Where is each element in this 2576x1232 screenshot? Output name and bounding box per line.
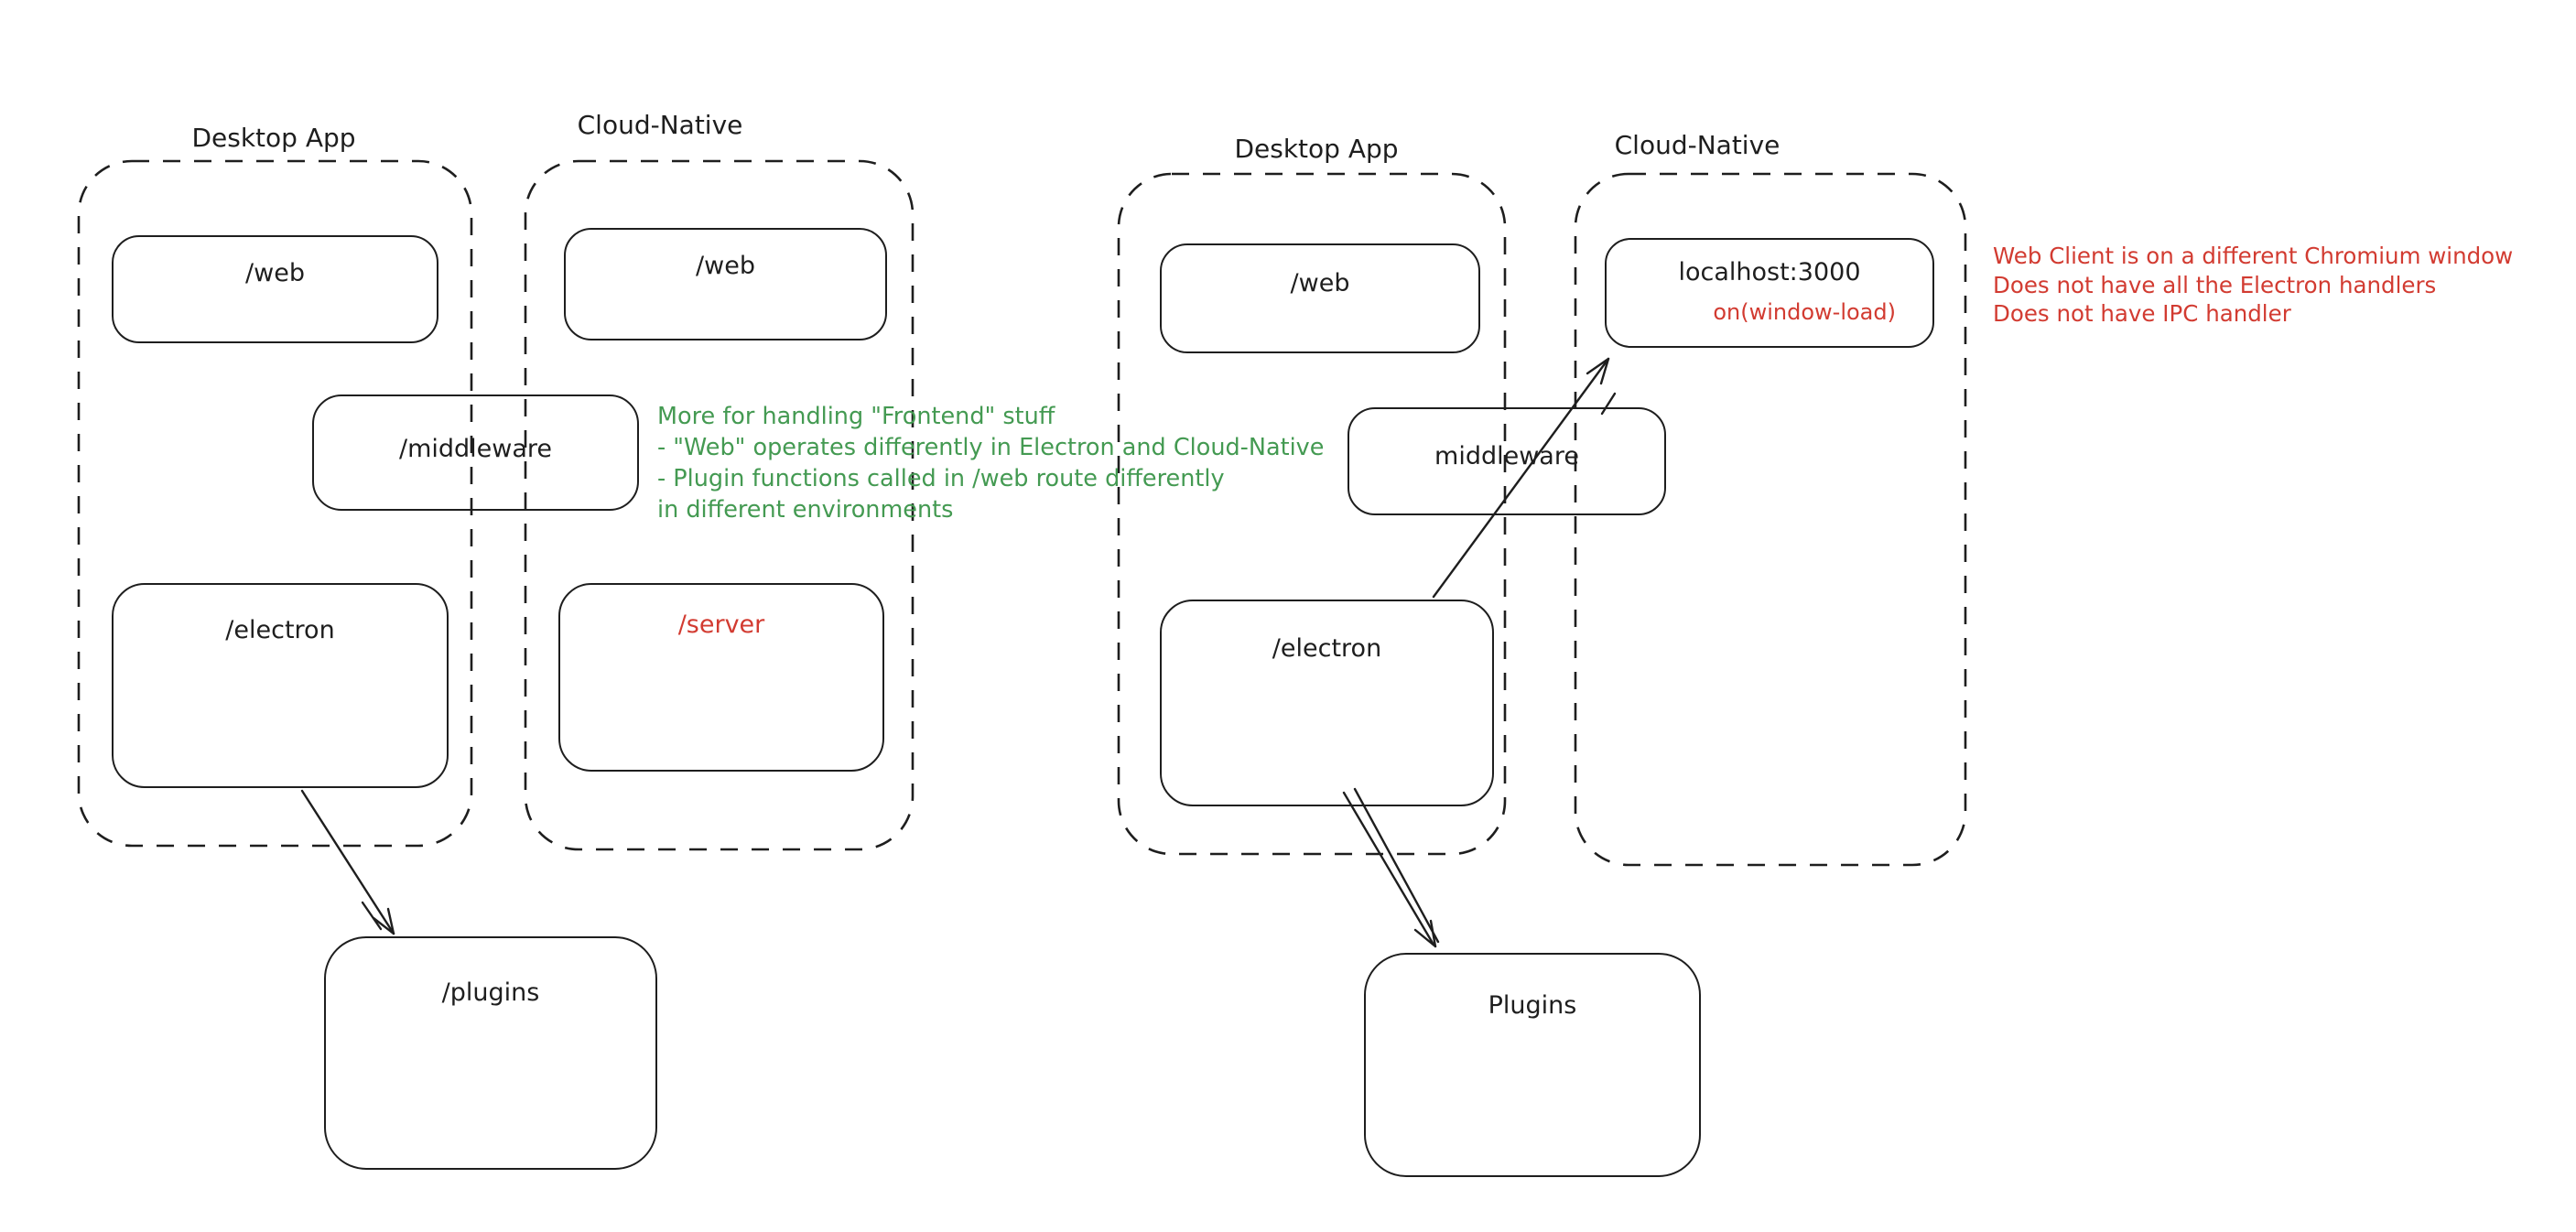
box-plugins-left: /plugins — [324, 936, 657, 1170]
group-label-desktop-app-left: Desktop App — [191, 123, 356, 153]
box-middleware-right: middleware — [1348, 407, 1666, 515]
note-web-client: Web Client is on a different Chromium wi… — [1993, 242, 2513, 329]
box-plugins-left-label: /plugins — [441, 978, 540, 1007]
box-electron-left-label: /electron — [225, 616, 335, 644]
box-server-left-label: /server — [677, 611, 765, 639]
arrow-electron-to-plugins-right — [1342, 787, 1440, 948]
note-frontend-line: More for handling "Frontend" stuff — [657, 403, 1055, 430]
box-web-desktop-right: /web — [1160, 243, 1480, 353]
note-web-client-line: Does not have all the Electron handlers — [1993, 271, 2437, 298]
note-frontend-line: - "Web" operates differently in Electron… — [657, 434, 1325, 461]
box-web-cloud-left: /web — [564, 228, 887, 340]
note-frontend-line: in different environments — [657, 496, 954, 524]
note-frontend: More for handling "Frontend" stuff - "We… — [657, 401, 1324, 525]
group-label-cloud-native-left: Cloud-Native — [577, 110, 743, 140]
group-label-cloud-native-right: Cloud-Native — [1614, 130, 1780, 160]
box-server-left: /server — [558, 583, 884, 772]
arrow-electron-to-plugins-left — [300, 789, 395, 935]
box-localhost-right-label: localhost:3000 — [1678, 258, 1861, 286]
box-web-cloud-left-label: /web — [696, 252, 755, 280]
box-middleware-left-label: /middleware — [398, 435, 553, 463]
box-middleware-right-label: middleware — [1434, 442, 1579, 470]
box-web-desktop-left: /web — [112, 235, 438, 343]
note-web-client-line: Web Client is on a different Chromium wi… — [1993, 243, 2514, 269]
box-middleware-left: /middleware — [312, 394, 639, 511]
window-load-event-label: on(window-load) — [1713, 299, 1896, 325]
box-plugins-right: Plugins — [1364, 953, 1701, 1177]
note-frontend-line: - Plugin functions called in /web route … — [657, 465, 1225, 492]
box-web-desktop-left-label: /web — [245, 259, 305, 287]
box-localhost-right: localhost:3000 on(window-load) — [1605, 238, 1934, 348]
group-label-desktop-app-right: Desktop App — [1234, 134, 1399, 164]
box-web-desktop-right-label: /web — [1290, 269, 1350, 297]
box-electron-left: /electron — [112, 583, 449, 788]
box-plugins-right-label: Plugins — [1488, 991, 1577, 1020]
box-electron-right: /electron — [1160, 600, 1494, 806]
note-web-client-line: Does not have IPC handler — [1993, 300, 2291, 327]
box-electron-right-label: /electron — [1272, 634, 1382, 663]
